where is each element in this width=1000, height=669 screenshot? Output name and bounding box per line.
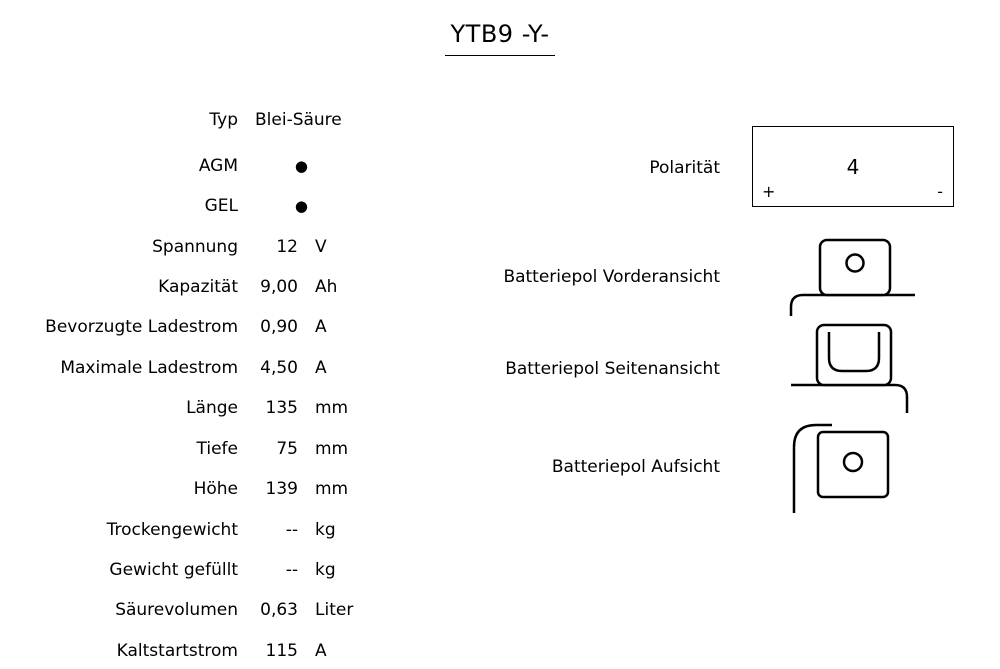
spec-value: 0,63: [260, 600, 298, 621]
table-row: Kapazität 9,00 Ah: [0, 267, 400, 307]
table-row: Länge 135 mm: [0, 388, 400, 428]
spec-unit: A: [315, 317, 327, 338]
spec-label: Gewicht gefüllt: [109, 560, 238, 581]
spec-value: 12: [276, 236, 298, 257]
spec-value: 115: [265, 640, 298, 661]
spec-unit: mm: [315, 398, 349, 419]
terminal-top-label: Batteriepol Aufsicht: [551, 457, 720, 477]
polarity-value: 4: [846, 154, 860, 179]
table-row: Maximale Ladestrom 4,50 A: [0, 348, 400, 388]
spec-unit: mm: [315, 479, 349, 500]
table-row: GEL ●: [0, 186, 400, 226]
spec-value: 75: [276, 438, 298, 459]
table-row: Spannung 12 V: [0, 226, 400, 266]
table-row: Typ Blei-Säure: [0, 105, 400, 145]
spec-unit: A: [315, 357, 327, 378]
spec-unit: A: [315, 640, 327, 661]
spec-label: Spannung: [152, 236, 238, 257]
spec-value: 4,50: [260, 357, 298, 378]
spec-unit: V: [315, 236, 327, 257]
spec-label: Trockengewicht: [106, 519, 238, 540]
spec-unit: Liter: [315, 600, 354, 621]
battery-terminal-side-icon: [783, 322, 918, 418]
table-row: Gewicht gefüllt -- kg: [0, 550, 400, 590]
spec-label: AGM: [198, 155, 238, 176]
bullet-dot-icon: ●: [294, 156, 308, 175]
spec-label: Maximale Ladestrom: [60, 357, 238, 378]
spec-value: --: [285, 519, 298, 540]
spec-value: 135: [265, 398, 298, 419]
table-row: Kaltstartstrom 115 A: [0, 631, 400, 669]
spec-table: Typ Blei-Säure AGM ● GEL ● Spannung 12 V…: [0, 105, 400, 669]
table-row: Trockengewicht -- kg: [0, 509, 400, 549]
spec-value: 9,00: [260, 276, 298, 297]
battery-terminal-top-icon: [780, 420, 912, 519]
polarity-label: Polarität: [649, 158, 720, 178]
spec-value: Blei-Säure: [255, 110, 342, 131]
spec-unit: kg: [315, 560, 336, 581]
page-title: YTB9 -Y-: [444, 20, 556, 56]
battery-terminal-front-icon: [785, 237, 920, 321]
spec-value: 0,90: [260, 317, 298, 338]
polarity-diagram: 4 + -: [752, 126, 954, 207]
minus-terminal-label: -: [937, 182, 943, 201]
terminal-front-label: Batteriepol Vorderansicht: [503, 267, 720, 287]
spec-label: Kaltstartstrom: [116, 640, 238, 661]
terminal-side-label: Batteriepol Seitenansicht: [505, 359, 720, 379]
spec-label: Tiefe: [196, 438, 239, 459]
table-row: Höhe 139 mm: [0, 469, 400, 509]
spec-label: Länge: [186, 398, 238, 419]
spec-value: --: [285, 560, 298, 581]
spec-unit: mm: [315, 438, 349, 459]
spec-label: Höhe: [193, 479, 238, 500]
header: YTB9 -Y-: [0, 20, 1000, 56]
table-row: Säurevolumen 0,63 Liter: [0, 590, 400, 630]
spec-label: Typ: [209, 110, 238, 131]
bullet-dot-icon: ●: [294, 197, 308, 216]
spec-unit: kg: [315, 519, 336, 540]
table-row: Tiefe 75 mm: [0, 429, 400, 469]
table-row: AGM ●: [0, 145, 400, 185]
spec-unit: Ah: [315, 276, 338, 297]
spec-label: Kapazität: [158, 276, 238, 297]
spec-label: Bevorzugte Ladestrom: [45, 317, 238, 338]
plus-terminal-label: +: [762, 182, 776, 201]
spec-label: GEL: [204, 196, 238, 217]
spec-label: Säurevolumen: [115, 600, 238, 621]
table-row: Bevorzugte Ladestrom 0,90 A: [0, 307, 400, 347]
spec-value: 139: [265, 479, 298, 500]
